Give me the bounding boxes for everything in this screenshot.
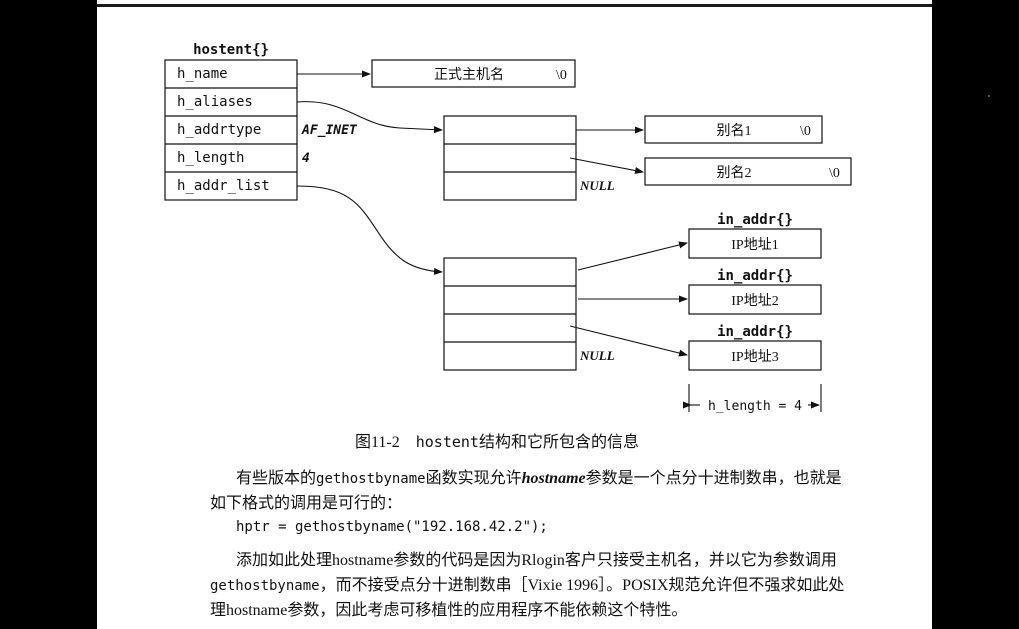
official-name-label: 正式主机名 (434, 67, 504, 83)
paragraph-2-line-3: 理hostname参数，因此考虑可移植性的应用程序不能依赖这个特性。 (210, 602, 688, 619)
paragraph-1-line-2: 如下格式的调用是可行的： (210, 495, 403, 512)
arrow-h-addr-list (296, 185, 443, 275)
official-name-box (371, 59, 576, 88)
caption-text: 结构和它所包含的信息 (478, 434, 639, 451)
ip-addr2-label: IP地址2 (731, 293, 778, 309)
arrow-ip3 (569, 325, 688, 357)
field-h-addr-list: h_addr_list (177, 178, 270, 194)
scan-speck (988, 95, 990, 97)
h-length-dimension (683, 384, 822, 412)
addr-list-array (443, 257, 577, 371)
in-addr-title-2: in_addr{} (717, 268, 793, 284)
p1-text-b: 函数实现允许 (425, 470, 522, 487)
ip-addr1-label: IP地址1 (731, 237, 778, 253)
alias1-box (644, 115, 823, 144)
p1-code: gethostbyname (316, 471, 426, 487)
p2-code: gethostbyname (210, 578, 320, 594)
ip-addr2-box (688, 284, 822, 315)
p1-emphasis: hostname (521, 470, 586, 487)
struct-box (164, 59, 298, 201)
figure-caption: 图11-2 hostent结构和它所包含的信息 (355, 428, 775, 451)
field-h-name: h_name (177, 66, 228, 82)
alias1-terminator: \0 (800, 124, 811, 139)
caption-code: hostent (415, 433, 479, 451)
p1-text-a: 有些版本的 (236, 470, 317, 487)
length-value: 4 (302, 151, 310, 166)
alias2-label: 别名2 (717, 165, 752, 181)
alias2-terminator: \0 (829, 166, 840, 181)
field-h-aliases: h_aliases (177, 94, 253, 110)
alias2-box (644, 157, 852, 186)
struct-title: hostent{} (193, 42, 269, 58)
page-top-rule (97, 4, 932, 7)
paragraph-2-line-2: gethostbyname，而不接受点分十进制数串［Vixie 1996］。PO… (210, 573, 932, 599)
aliases-array (443, 115, 577, 201)
alias1-label: 别名1 (717, 123, 752, 139)
in-addr-title-1: in_addr{} (717, 212, 793, 228)
ip-addr3-label: IP地址3 (731, 349, 778, 365)
addr-list-null: NULL (579, 348, 615, 363)
p2-text: ，而不接受点分十进制数串［Vixie 1996］。POSIX规范允许但不强求如此… (319, 577, 845, 594)
p1-text-c: 参数是一个点分十进制数串，也就是 (585, 470, 842, 487)
aliases-null: NULL (579, 178, 615, 193)
h-length-label: h_length = 4 (708, 399, 802, 414)
ip-addr3-box (688, 340, 822, 371)
arrow-h-aliases (296, 101, 443, 134)
official-name-terminator: \0 (556, 68, 567, 83)
field-h-addrtype: h_addrtype (177, 122, 261, 138)
in-addr-title-3: in_addr{} (717, 324, 793, 340)
paragraph-2-line-1: 添加如此处理hostname参数的代码是因为Rlogin客户只接受主机名，并以它… (236, 552, 837, 569)
ip-addr1-box (688, 228, 822, 259)
code-example: hptr = gethostbyname("192.168.42.2"); (236, 519, 548, 535)
arrow-alias2 (569, 157, 644, 174)
arrow-ip1 (577, 241, 688, 271)
caption-number: 图11-2 (355, 434, 400, 451)
field-h-length: h_length (177, 150, 244, 166)
paragraph-1-line-1: 有些版本的gethostbyname函数实现允许hostname参数是一个点分十… (236, 466, 958, 492)
addrtype-value: AF_INET (301, 123, 358, 138)
